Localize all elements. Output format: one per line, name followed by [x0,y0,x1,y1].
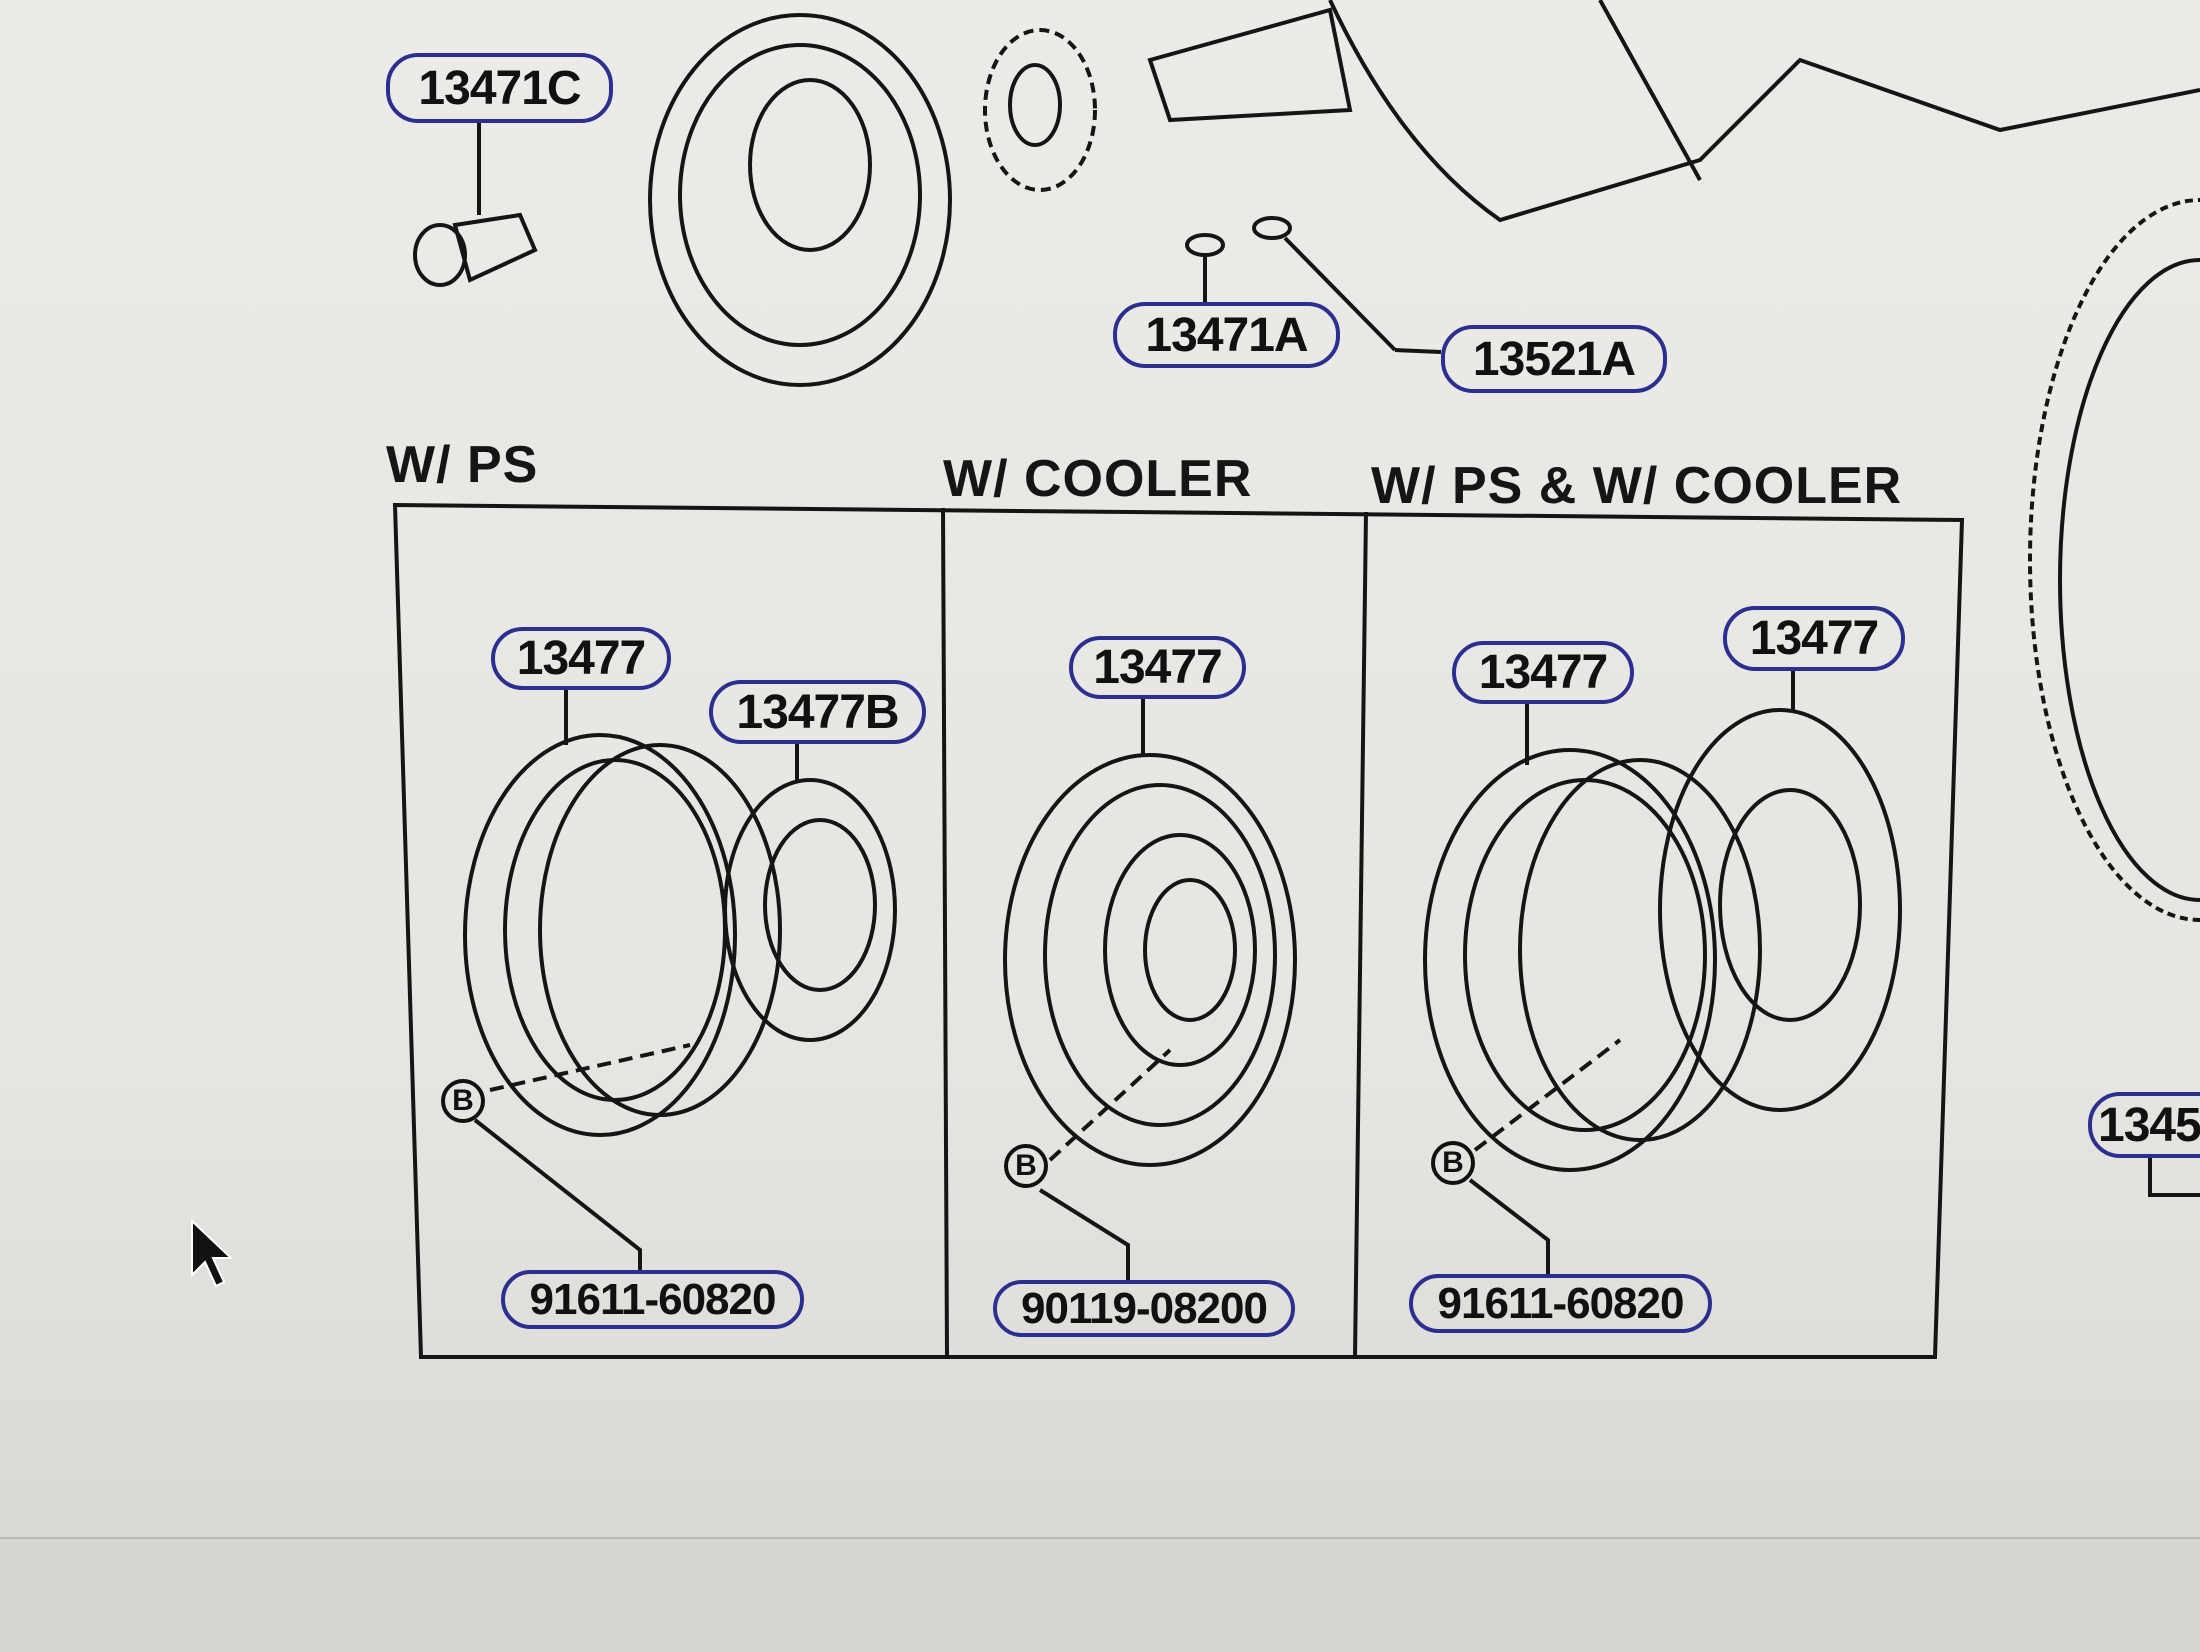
monitor-bezel [0,1537,2200,1652]
callout-bolt-91611-60820[interactable]: 91611-60820 [1409,1274,1712,1333]
keys-drawing [1185,216,1442,354]
callout-13477[interactable]: 13477 [1452,641,1634,704]
callout-13477[interactable]: 13477 [1723,606,1905,671]
heading-w-ps-w-cooler: W/ PS & W/ COOLER [1371,457,1903,515]
heading-w-ps: W/ PS [386,436,539,494]
callout-13521A[interactable]: 13521A [1441,325,1667,393]
pulley-cooler-drawing [1003,699,1297,1280]
mouse-cursor-icon [191,1218,234,1288]
callout-bolt-90119-08200[interactable]: 90119-08200 [993,1280,1295,1337]
bolt-13471C-drawing [413,120,538,287]
variant-frame [392,502,1965,1359]
crank-pulley-drawing [648,13,952,387]
timing-gear-drawing [983,28,1097,192]
marker-b: B [441,1079,485,1123]
callout-13477[interactable]: 13477 [491,627,671,690]
marker-b: B [1431,1141,1475,1185]
crankshaft-drawing [1147,0,2200,223]
callout-1345-partial[interactable]: 1345 [2088,1092,2200,1158]
pulley-ps-cooler-drawing [1423,671,1902,1274]
heading-w-cooler: W/ COOLER [943,450,1253,508]
callout-13477B[interactable]: 13477B [709,680,926,744]
parts-diagram-drawing [191,0,2200,1359]
callout-bolt-91611-60820[interactable]: 91611-60820 [501,1270,804,1329]
callout-13471C[interactable]: 13471C [386,53,613,123]
callout-13477[interactable]: 13477 [1069,636,1246,699]
flywheel-drawing [2028,198,2200,1197]
pulley-ps-drawing [463,690,897,1270]
marker-b: B [1004,1144,1048,1188]
callout-13471A[interactable]: 13471A [1113,302,1340,368]
